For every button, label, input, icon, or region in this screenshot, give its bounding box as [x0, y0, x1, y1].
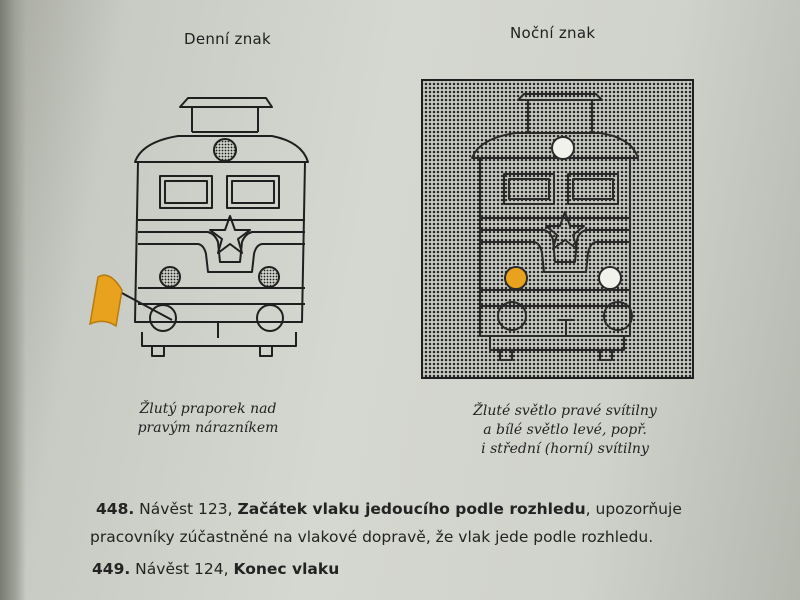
top-lamp — [213, 138, 237, 162]
night-signal-title: Noční znak — [510, 24, 596, 42]
paragraph-number: 449. — [92, 560, 131, 578]
day-signal-caption: Žlutý praporek nad pravým nárazníkem — [118, 400, 298, 438]
roof — [134, 135, 309, 163]
caption-line: i střední (horní) svítilny — [481, 441, 649, 457]
page-gutter-shadow — [0, 0, 26, 600]
yellow-flag — [89, 274, 123, 328]
caption-line: Žluté světlo pravé svítilny — [473, 403, 657, 419]
paragraph-449: 449. Návěst 124, Konec vlaku — [92, 560, 340, 578]
paragraph-448-line-2: pracovníky zúčastněné na vlakové dopravě… — [90, 528, 654, 546]
top-white-lamp — [551, 136, 575, 160]
left-lamp-dots — [161, 268, 179, 286]
signal-name: Konec vlaku — [233, 560, 340, 578]
signal-name: Začátek vlaku jedoucího podle rozhledu — [237, 500, 586, 518]
left-lower-lamp — [159, 266, 181, 288]
left-window — [159, 175, 213, 209]
day-signal-title: Denní znak — [184, 30, 271, 48]
paragraph-448-line-1: 448. Návěst 123, Začátek vlaku jedoucího… — [96, 500, 682, 518]
night-signal-locomotive-illustration — [421, 79, 694, 379]
caption-line: Žlutý praporek nad — [139, 401, 277, 417]
right-buffer — [256, 304, 284, 332]
right-lower-lamp — [258, 266, 280, 288]
right-window — [226, 175, 280, 209]
caption-line: a bílé světlo levé, popř. — [483, 422, 647, 438]
star-emblem — [209, 215, 251, 254]
right-lamp-dots — [260, 268, 278, 286]
pantograph — [179, 97, 273, 108]
night-signal-caption: Žluté světlo pravé svítilny a bílé světl… — [440, 402, 690, 459]
day-signal-locomotive-illustration — [89, 97, 309, 357]
paragraph-number: 448. — [96, 500, 135, 518]
flag-pole — [119, 291, 173, 321]
right-yellow-lamp — [504, 266, 528, 290]
front-stripe — [138, 231, 305, 263]
night-dotted-background — [421, 79, 694, 379]
left-buffer — [149, 304, 177, 332]
caption-line: pravým nárazníkem — [137, 420, 279, 436]
left-white-lamp — [598, 266, 622, 290]
